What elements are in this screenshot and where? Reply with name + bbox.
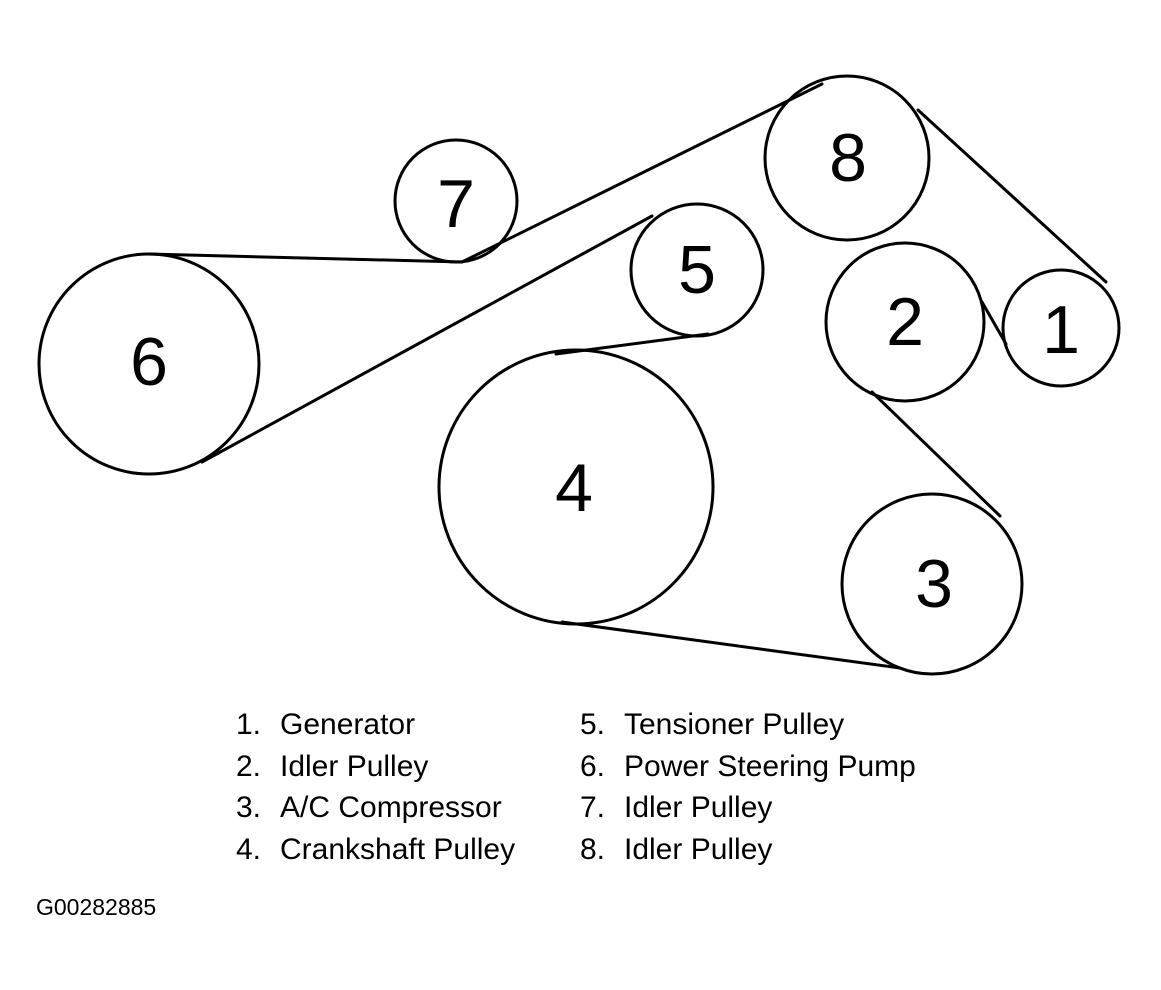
legend-number: 3. [236, 791, 262, 824]
pulley-6-circle [37, 252, 261, 476]
belt-segment-2-3 [870, 390, 1002, 518]
legend-name: Generator [280, 708, 416, 741]
legend-name: Idler Pulley [624, 791, 773, 824]
pulley-7-circle [393, 138, 519, 264]
pulley-6-label: 6 [130, 324, 168, 400]
legend-number: 4. [236, 832, 262, 866]
pulley-8: 8 [763, 74, 931, 242]
legend-number: 7. [580, 791, 606, 824]
belt-segment-1-2 [980, 300, 1008, 346]
figure-id: G00282885 [36, 894, 157, 920]
belt-routing-diagram: 1 2 3 4 5 6 7 8 [37, 74, 1121, 676]
pulley-3-label: 3 [915, 546, 953, 622]
pulley-1-label: 1 [1042, 292, 1080, 368]
legend-number: 1. [236, 708, 262, 741]
pulley-4-label: 4 [555, 450, 593, 526]
legend-name: Tensioner Pulley [624, 708, 845, 741]
legend-name: Crankshaft Pulley [280, 832, 516, 866]
pulley-1-circle [1001, 268, 1121, 388]
pulley-7-label: 7 [437, 166, 475, 242]
pulley-2: 2 [824, 241, 986, 403]
pulley-1: 1 [1001, 268, 1121, 388]
belt-segment-8-1 [916, 108, 1108, 284]
legend-right-column: 5. Tensioner Pulley 6. Power Steering Pu… [580, 704, 916, 870]
belt-segment-3-4 [560, 620, 902, 670]
pulley-8-circle [763, 74, 931, 242]
pulley-7: 7 [393, 138, 519, 264]
legend-item-8: 8. Idler Pulley [580, 829, 916, 871]
legend-number: 2. [236, 749, 262, 783]
legend-name: Power Steering Pump [624, 749, 916, 783]
legend-name: Idler Pulley [280, 749, 429, 783]
pulley-3-circle [840, 492, 1024, 676]
legend-name: Idler Pulley [624, 832, 773, 866]
pulley-2-circle [824, 241, 986, 403]
legend-number: 8. [580, 832, 606, 866]
legend-number: 6. [580, 749, 606, 783]
pulley-5: 5 [629, 202, 765, 338]
legend-item-3: 3. A/C Compressor [236, 787, 515, 829]
pulley-8-label: 8 [829, 120, 867, 196]
legend-item-6: 6. Power Steering Pump [580, 746, 916, 788]
belt [146, 82, 1108, 670]
pulley-4: 4 [437, 348, 715, 626]
legend-item-1: 1. Generator [236, 704, 515, 746]
belt-segment-5-6 [200, 214, 654, 464]
pulley-5-circle [629, 202, 765, 338]
legend-item-7: 7. Idler Pulley [580, 787, 916, 829]
belt-segment-6-7 [146, 252, 464, 264]
legend-item-5: 5. Tensioner Pulley [580, 704, 916, 746]
legend-number: 5. [580, 708, 606, 741]
pulley-2-label: 2 [886, 284, 924, 360]
pulley-6: 6 [37, 252, 261, 476]
legend-item-4: 4. Crankshaft Pulley [236, 829, 515, 871]
pulley-4-circle [437, 348, 715, 626]
legend-left-column: 1. Generator 2. Idler Pulley 3. A/C Comp… [236, 704, 515, 870]
pulley-3: 3 [840, 492, 1024, 676]
pulley-5-label: 5 [678, 232, 716, 308]
legend-name: A/C Compressor [280, 791, 502, 824]
belt-segment-7-8 [460, 82, 824, 264]
legend-item-2: 2. Idler Pulley [236, 746, 515, 788]
